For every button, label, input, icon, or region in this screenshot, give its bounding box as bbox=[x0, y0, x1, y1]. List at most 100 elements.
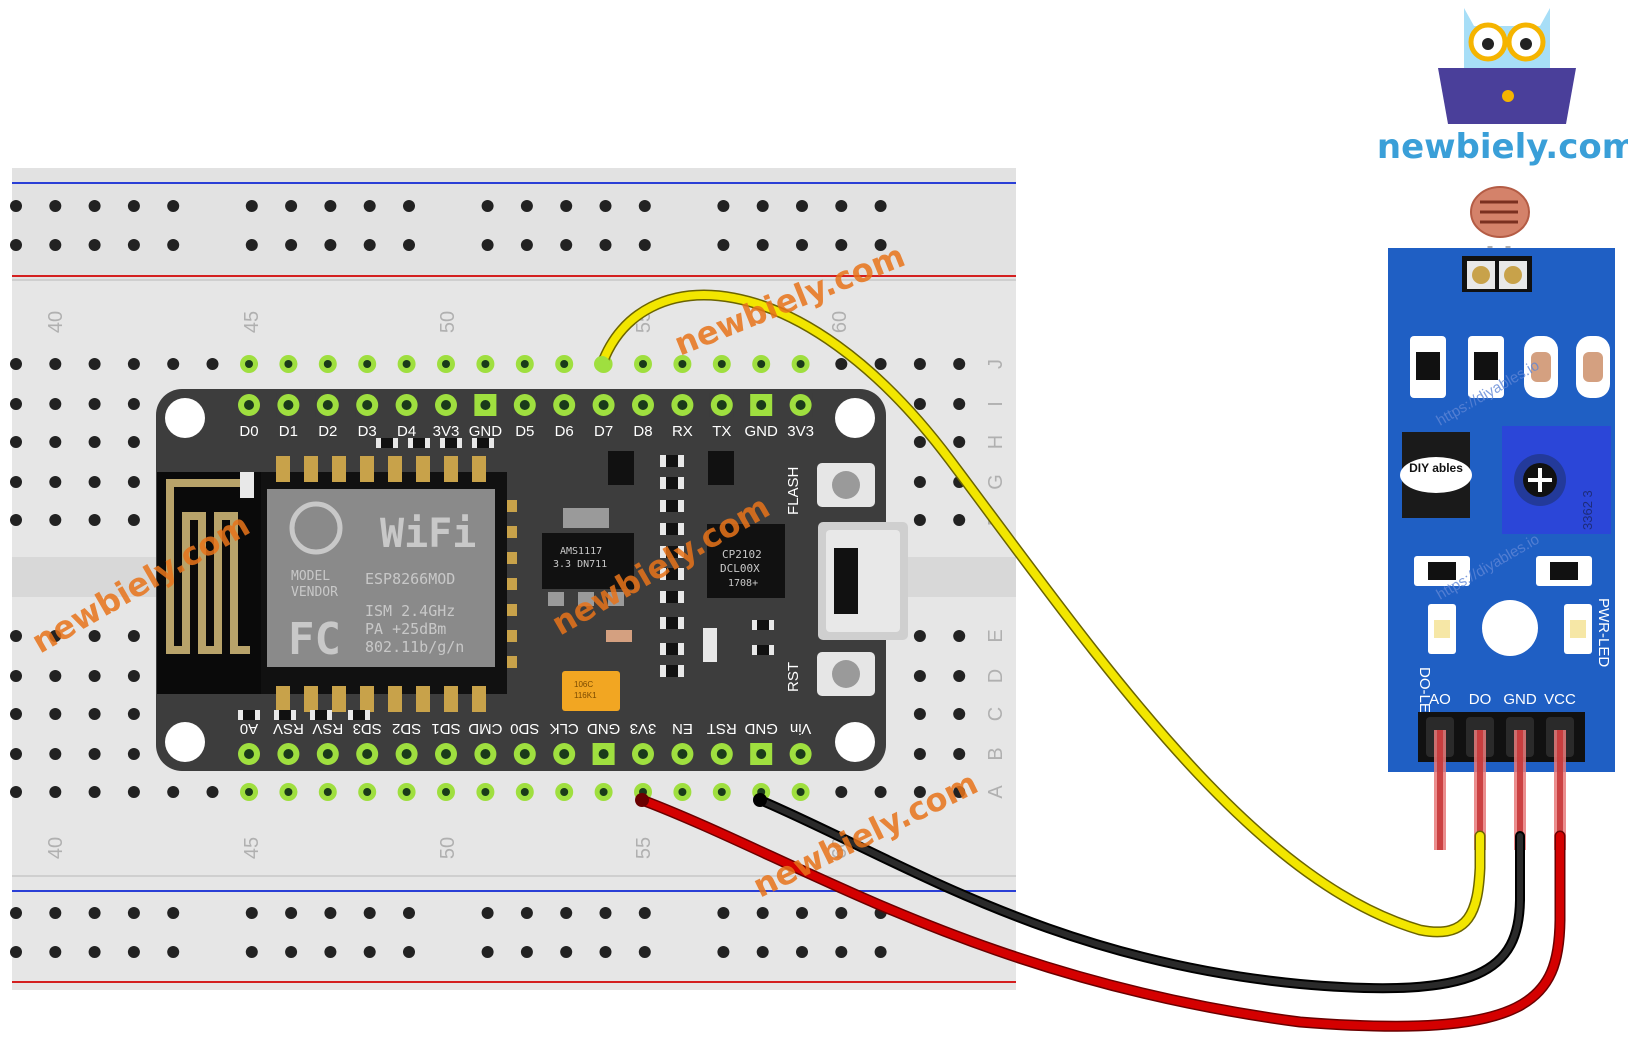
rail-hole[interactable] bbox=[127, 907, 140, 919]
breadboard-hole[interactable] bbox=[10, 398, 22, 410]
rail-hole[interactable] bbox=[245, 239, 258, 251]
breadboard-hole[interactable] bbox=[10, 748, 22, 760]
breadboard-hole[interactable] bbox=[913, 786, 926, 798]
rail-hole[interactable] bbox=[796, 200, 808, 212]
rail-hole[interactable] bbox=[835, 239, 848, 251]
rail-hole[interactable] bbox=[324, 946, 337, 958]
rail-hole[interactable] bbox=[324, 200, 337, 212]
rail-hole[interactable] bbox=[127, 946, 140, 958]
rail-hole[interactable] bbox=[520, 239, 533, 251]
breadboard-hole[interactable] bbox=[88, 514, 101, 526]
breadboard-hole[interactable] bbox=[88, 786, 101, 798]
breadboard-hole[interactable] bbox=[835, 358, 848, 370]
breadboard-hole[interactable] bbox=[953, 436, 966, 448]
breadboard-hole[interactable] bbox=[913, 670, 926, 682]
rail-hole[interactable] bbox=[481, 907, 494, 919]
breadboard-hole[interactable] bbox=[49, 514, 62, 526]
breadboard-hole[interactable] bbox=[953, 670, 966, 682]
breadboard-hole[interactable] bbox=[10, 670, 22, 682]
breadboard-hole[interactable] bbox=[10, 708, 22, 720]
breadboard-hole[interactable] bbox=[127, 670, 140, 682]
rail-hole[interactable] bbox=[363, 946, 376, 958]
breadboard-hole[interactable] bbox=[49, 630, 62, 642]
rail-hole[interactable] bbox=[796, 239, 808, 251]
rail-hole[interactable] bbox=[874, 200, 887, 212]
rail-hole[interactable] bbox=[756, 946, 769, 958]
rail-hole[interactable] bbox=[10, 907, 22, 919]
rail-hole[interactable] bbox=[756, 200, 769, 212]
breadboard-hole[interactable] bbox=[913, 630, 926, 642]
rail-hole[interactable] bbox=[285, 200, 298, 212]
breadboard-hole[interactable] bbox=[953, 514, 966, 526]
rail-hole[interactable] bbox=[245, 200, 258, 212]
rail-hole[interactable] bbox=[363, 239, 376, 251]
rail-hole[interactable] bbox=[403, 239, 415, 251]
breadboard-hole[interactable] bbox=[953, 398, 966, 410]
breadboard-hole[interactable] bbox=[88, 358, 101, 370]
rail-hole[interactable] bbox=[10, 946, 22, 958]
breadboard-hole[interactable] bbox=[127, 398, 140, 410]
rail-hole[interactable] bbox=[127, 200, 140, 212]
breadboard-hole[interactable] bbox=[913, 514, 926, 526]
rail-hole[interactable] bbox=[285, 239, 298, 251]
breadboard-hole[interactable] bbox=[206, 786, 219, 798]
rail-hole[interactable] bbox=[638, 946, 651, 958]
breadboard-hole[interactable] bbox=[874, 358, 887, 370]
breadboard-hole[interactable] bbox=[835, 786, 848, 798]
breadboard-hole[interactable] bbox=[88, 630, 101, 642]
rail-hole[interactable] bbox=[245, 946, 258, 958]
rail-hole[interactable] bbox=[599, 907, 612, 919]
breadboard-hole[interactable] bbox=[49, 670, 62, 682]
breadboard-hole[interactable] bbox=[88, 670, 101, 682]
breadboard-hole[interactable] bbox=[88, 708, 101, 720]
rail-hole[interactable] bbox=[49, 239, 62, 251]
rail-hole[interactable] bbox=[481, 946, 494, 958]
breadboard-hole[interactable] bbox=[127, 476, 140, 488]
breadboard-hole[interactable] bbox=[953, 708, 966, 720]
breadboard-hole[interactable] bbox=[10, 514, 22, 526]
rail-hole[interactable] bbox=[481, 200, 494, 212]
breadboard-hole[interactable] bbox=[874, 786, 887, 798]
breadboard-hole[interactable] bbox=[913, 398, 926, 410]
rail-hole[interactable] bbox=[88, 946, 101, 958]
rail-hole[interactable] bbox=[520, 946, 533, 958]
breadboard-hole[interactable] bbox=[10, 786, 22, 798]
rail-hole[interactable] bbox=[560, 239, 573, 251]
rail-hole[interactable] bbox=[835, 200, 848, 212]
breadboard-hole[interactable] bbox=[206, 358, 219, 370]
breadboard-hole[interactable] bbox=[913, 708, 926, 720]
breadboard-hole[interactable] bbox=[49, 436, 62, 448]
rail-hole[interactable] bbox=[403, 907, 415, 919]
rail-hole[interactable] bbox=[874, 239, 887, 251]
breadboard-hole[interactable] bbox=[10, 436, 22, 448]
rail-hole[interactable] bbox=[796, 946, 808, 958]
breadboard-hole[interactable] bbox=[49, 786, 62, 798]
breadboard-hole[interactable] bbox=[953, 630, 966, 642]
rail-hole[interactable] bbox=[49, 200, 62, 212]
rail-hole[interactable] bbox=[599, 946, 612, 958]
breadboard-hole[interactable] bbox=[127, 708, 140, 720]
rail-hole[interactable] bbox=[324, 239, 337, 251]
breadboard-hole[interactable] bbox=[953, 786, 966, 798]
breadboard-hole[interactable] bbox=[88, 436, 101, 448]
breadboard-hole[interactable] bbox=[167, 358, 180, 370]
rail-hole[interactable] bbox=[10, 200, 22, 212]
breadboard-hole[interactable] bbox=[127, 358, 140, 370]
breadboard-hole[interactable] bbox=[49, 476, 62, 488]
rail-hole[interactable] bbox=[88, 200, 101, 212]
rail-hole[interactable] bbox=[49, 946, 62, 958]
breadboard-hole[interactable] bbox=[913, 358, 926, 370]
rail-hole[interactable] bbox=[599, 200, 612, 212]
breadboard-hole[interactable] bbox=[913, 436, 926, 448]
rail-hole[interactable] bbox=[49, 907, 62, 919]
breadboard-hole[interactable] bbox=[10, 358, 22, 370]
breadboard-hole[interactable] bbox=[10, 630, 22, 642]
rail-hole[interactable] bbox=[835, 907, 848, 919]
rail-hole[interactable] bbox=[285, 946, 298, 958]
rail-hole[interactable] bbox=[717, 946, 730, 958]
rail-hole[interactable] bbox=[717, 239, 730, 251]
rail-hole[interactable] bbox=[324, 907, 337, 919]
rail-hole[interactable] bbox=[638, 200, 651, 212]
breadboard-hole[interactable] bbox=[49, 398, 62, 410]
breadboard-hole[interactable] bbox=[913, 748, 926, 760]
